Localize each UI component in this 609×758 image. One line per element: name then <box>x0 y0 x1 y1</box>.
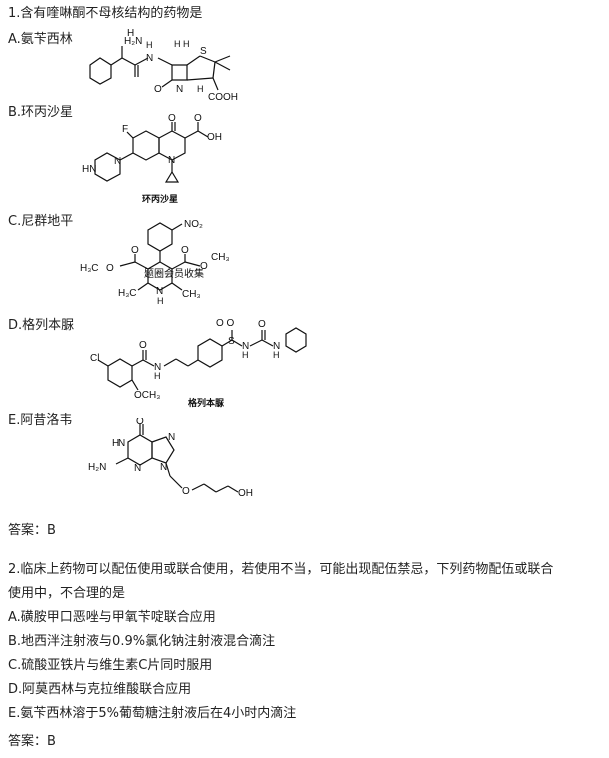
svg-text:O: O <box>200 261 208 272</box>
q2-option-e: E.氨苄西林溶于5%葡萄糖注射液后在4小时内滴注 <box>8 706 297 721</box>
q2-option-a: A.磺胺甲口恶唑与甲氧苄啶联合应用 <box>8 610 216 625</box>
svg-text:OH: OH <box>238 488 253 499</box>
q2-option-c: C.硫酸亚铁片与维生素C片同时服用 <box>8 658 213 673</box>
svg-text:F: F <box>122 124 128 135</box>
svg-text:O: O <box>136 418 144 427</box>
svg-text:H₂N: H₂N <box>124 36 142 47</box>
q2-option-d: D.阿莫西林与克拉维酸联合应用 <box>8 682 192 697</box>
svg-text:Cl: Cl <box>90 353 99 364</box>
svg-text:N: N <box>160 462 167 473</box>
svg-text:H: H <box>197 84 204 94</box>
svg-text:H: H <box>146 40 153 50</box>
svg-text:H₃C: H₃C <box>80 263 99 274</box>
svg-text:N: N <box>114 156 121 167</box>
q1-option-e: E.阿昔洛韦 <box>8 413 73 428</box>
question-2-stem-line1: 2.临床上药物可以配伍使用或联合使用，若使用不当，可能出现配伍禁忌，下列药物配伍… <box>8 562 554 577</box>
svg-text:COOH: COOH <box>208 92 238 102</box>
svg-text:N: N <box>154 362 161 373</box>
q1-option-b: B.环丙沙星 <box>8 105 74 120</box>
svg-text:NO₂: NO₂ <box>184 219 203 230</box>
q1-answer: 答案：B <box>8 523 56 538</box>
svg-text:N: N <box>242 341 249 352</box>
ciprofloxacin-structure: F O O OH HN N N 环丙沙星 <box>82 113 222 205</box>
q2-option-b: B.地西泮注射液与0.9%氯化钠注射液混合滴注 <box>8 634 276 649</box>
svg-text:OH: OH <box>207 132 222 143</box>
svg-text:O: O <box>106 263 114 274</box>
svg-text:CH₃: CH₃ <box>182 289 201 300</box>
svg-text:O O: O O <box>216 318 235 329</box>
svg-text:OCH₃: OCH₃ <box>134 390 160 401</box>
svg-text:O: O <box>168 113 176 124</box>
svg-text:H: H <box>242 350 249 360</box>
svg-text:S: S <box>228 336 235 347</box>
glibenclamide-structure: O O S N H O N H O N H Cl OCH₃ 格列本脲 <box>90 318 307 409</box>
svg-text:H H: H H <box>174 39 190 49</box>
svg-text:H₂N: H₂N <box>88 462 106 473</box>
svg-text:O: O <box>154 84 162 95</box>
svg-text:H: H <box>112 438 119 449</box>
svg-text:N: N <box>118 438 125 449</box>
svg-text:N: N <box>168 155 175 166</box>
svg-text:HN: HN <box>82 164 96 175</box>
svg-text:O: O <box>258 319 266 330</box>
svg-text:O: O <box>131 245 139 256</box>
svg-text:N: N <box>134 463 141 474</box>
svg-text:H: H <box>157 296 164 306</box>
svg-text:CH₃: CH₃ <box>211 252 230 263</box>
svg-text:H: H <box>273 350 280 360</box>
q1-option-a: A.氨苄西林 <box>8 32 73 47</box>
svg-text:H: H <box>154 371 161 381</box>
q1-option-c: C.尼群地平 <box>8 214 74 229</box>
question-1-stem: 1.含有喹啉酮不母核结构的药物是 <box>8 6 203 21</box>
q2-answer: 答案：B <box>8 734 56 749</box>
glibenclamide-caption: 格列本脲 <box>188 397 224 409</box>
svg-text:N: N <box>273 341 280 352</box>
q1-option-d: D.格列本脲 <box>8 318 75 333</box>
svg-text:O: O <box>182 486 190 497</box>
svg-text:H: H <box>127 28 134 39</box>
ciprofloxacin-caption: 环丙沙星 <box>142 194 178 205</box>
svg-text:N: N <box>168 432 175 443</box>
nitrendipine-structure: NO₂ O O H₃C O O CH₃ H₃C CH₃ N H 题圈会员收集 <box>80 219 230 306</box>
svg-text:N: N <box>176 84 183 95</box>
acyclovir-structure: O H N H₂N N N N O OH <box>88 418 253 499</box>
svg-text:H₃C: H₃C <box>118 288 137 299</box>
svg-text:O: O <box>139 340 147 351</box>
question-2-stem-line2: 使用中，不合理的是 <box>8 586 126 601</box>
svg-text:N: N <box>146 53 153 64</box>
svg-text:O: O <box>181 245 189 256</box>
svg-text:S: S <box>200 46 207 57</box>
svg-text:O: O <box>194 113 202 124</box>
watermark-text: 题圈会员收集 <box>144 267 204 280</box>
svg-text:N: N <box>156 286 163 297</box>
ampicillin-structure: H₂N H N H H H S O N H COOH <box>89 28 238 102</box>
